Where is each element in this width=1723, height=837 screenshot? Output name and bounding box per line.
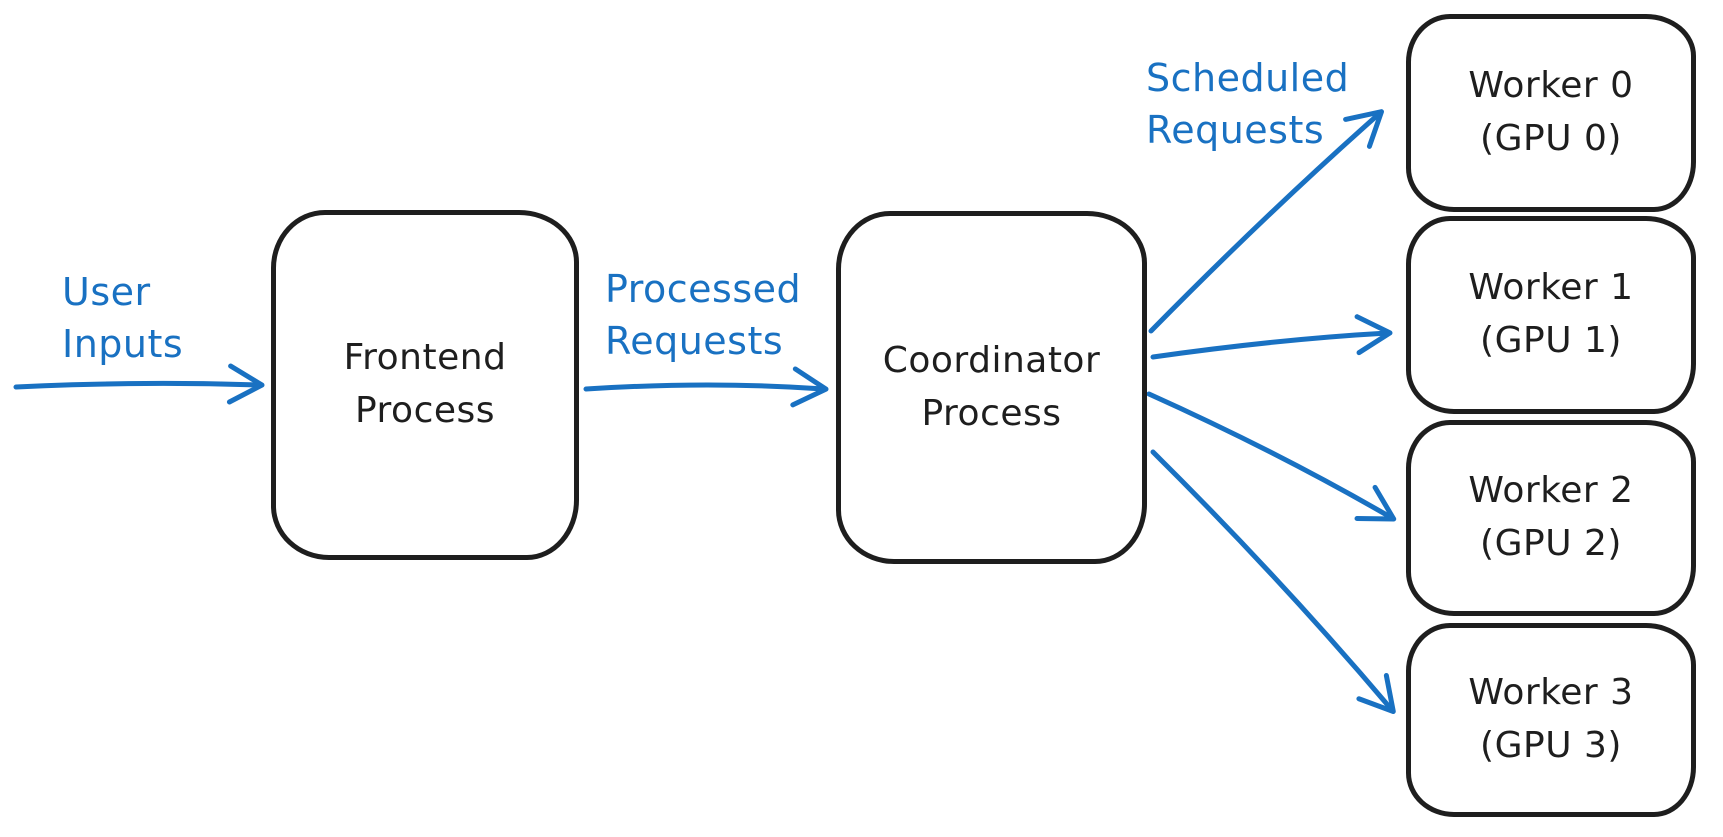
worker-0-node: Worker 0 (GPU 0) xyxy=(1406,14,1696,212)
processed-requests-label-line1: Processed xyxy=(605,267,802,311)
worker-2-label: Worker 2 xyxy=(1468,470,1634,512)
worker-2-node: Worker 2 (GPU 2) xyxy=(1406,420,1696,616)
user-inputs-label-line1: User xyxy=(62,270,151,314)
worker-0-gpu-label: (GPU 0) xyxy=(1480,118,1622,159)
scheduled-arrow-worker2 xyxy=(1146,391,1397,522)
worker-1-gpu-label: (GPU 1) xyxy=(1480,320,1622,361)
worker-1-label: Worker 1 xyxy=(1468,267,1634,309)
user-inputs-arrow xyxy=(13,363,265,405)
user-inputs-label-line2: Inputs xyxy=(62,322,184,367)
worker-3-label: Worker 3 xyxy=(1468,672,1634,714)
worker-0-label: Worker 0 xyxy=(1468,65,1634,107)
scheduled-requests-label-line2: Requests xyxy=(1146,108,1325,153)
coordinator-process-label-line2: Process xyxy=(921,392,1062,434)
scheduled-requests-label-line1: Scheduled xyxy=(1146,56,1350,100)
coordinator-process-label-line1: Coordinator xyxy=(882,339,1101,381)
frontend-process-node: Frontend Process xyxy=(271,210,579,560)
coordinator-process-node: Coordinator Process xyxy=(836,211,1147,564)
user-inputs-label: User Inputs xyxy=(62,266,183,371)
scheduled-arrow-worker0 xyxy=(1148,109,1384,334)
frontend-process-label-line2: Process xyxy=(354,390,496,431)
processed-requests-label: Processed Requests xyxy=(605,263,801,368)
scheduled-arrow-worker1 xyxy=(1150,314,1393,360)
worker-3-gpu-label: (GPU 3) xyxy=(1480,725,1622,766)
scheduled-requests-label: Scheduled Requests xyxy=(1146,52,1349,157)
worker-3-node: Worker 3 (GPU 3) xyxy=(1406,623,1696,817)
frontend-process-label-line1: Frontend xyxy=(343,337,507,379)
worker-2-gpu-label: (GPU 2) xyxy=(1480,523,1622,564)
processed-requests-label-line2: Requests xyxy=(605,319,784,364)
processed-requests-arrow xyxy=(583,366,829,408)
worker-1-node: Worker 1 (GPU 1) xyxy=(1406,216,1696,414)
scheduled-arrow-worker3 xyxy=(1150,449,1396,715)
